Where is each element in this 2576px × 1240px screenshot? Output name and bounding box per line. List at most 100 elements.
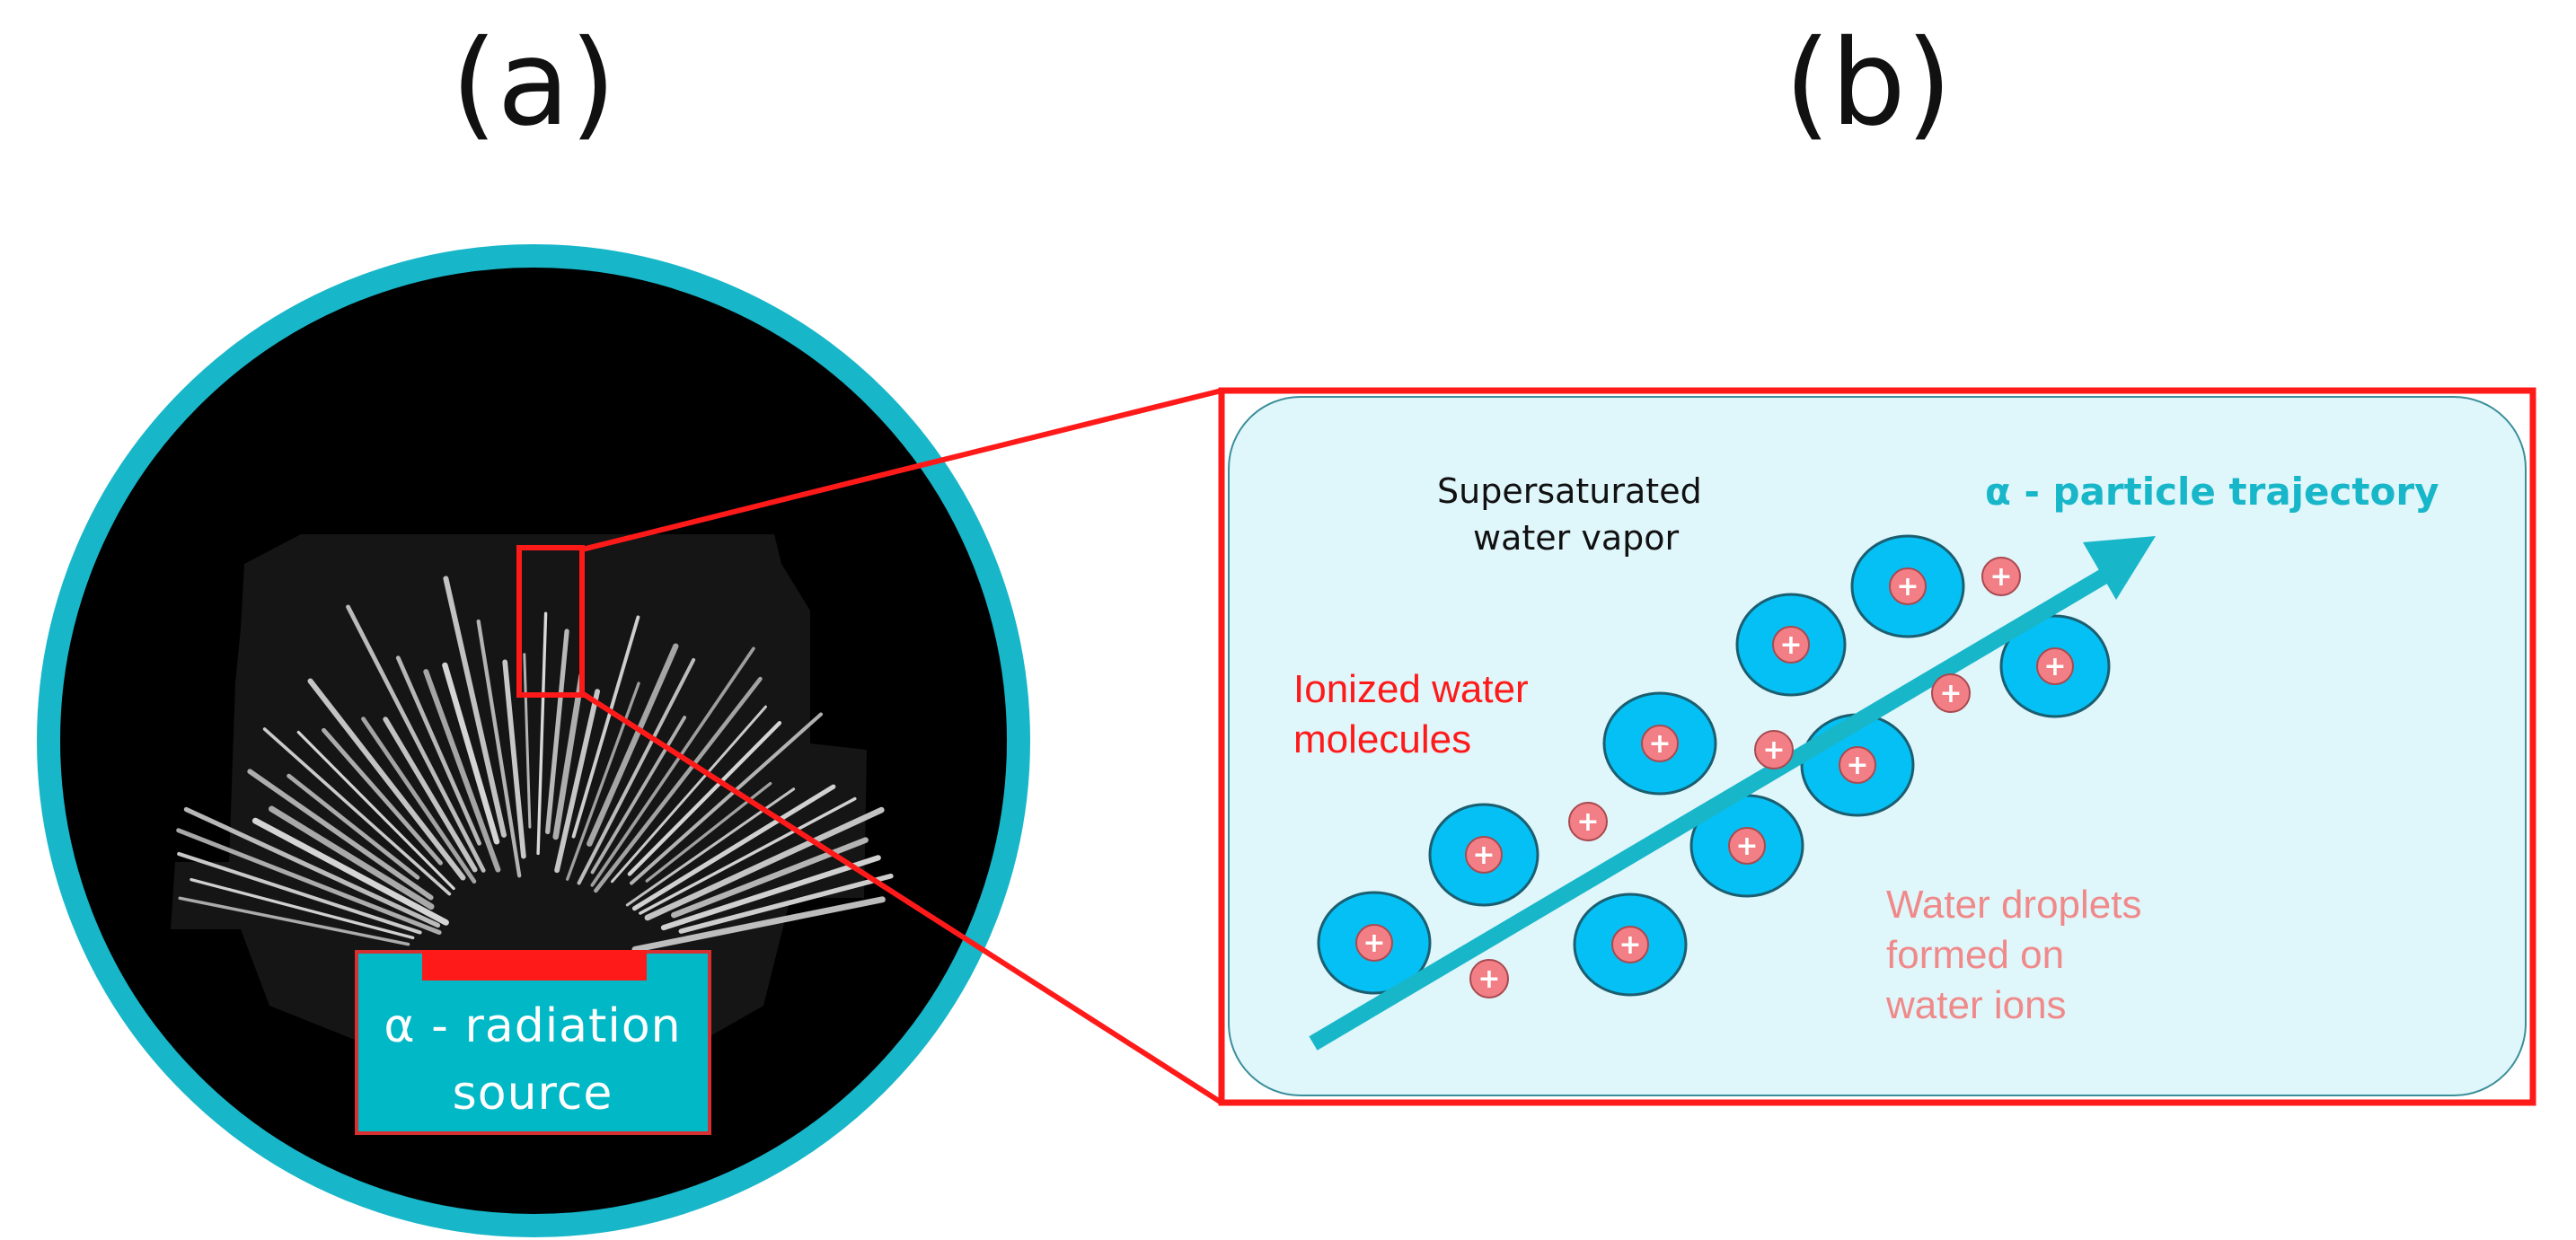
plus-sign: +	[1779, 629, 1802, 661]
alpha-track	[552, 673, 585, 840]
water-droplet: +	[1602, 691, 1717, 796]
ion-core	[2036, 647, 2074, 685]
ion-core	[1889, 567, 1927, 605]
alpha-track	[631, 896, 886, 953]
free-ion: +	[1981, 557, 2021, 596]
alpha-track	[644, 806, 885, 921]
plus-sign: +	[2043, 651, 2066, 682]
water-droplet: +	[1573, 893, 1688, 997]
alpha-track	[190, 877, 415, 940]
alpha-track	[307, 678, 466, 881]
droplet-label-line2: formed on	[1886, 933, 2064, 977]
plus-sign: +	[1846, 750, 1868, 781]
trajectory-line	[1309, 564, 2117, 1051]
source-label-line1: α - radiation	[384, 999, 681, 1053]
alpha-track	[361, 717, 477, 884]
water-droplet: +	[1317, 891, 1432, 995]
plus-sign: +	[1989, 561, 2012, 593]
alpha-track	[247, 769, 434, 901]
alpha-track	[423, 669, 501, 873]
plus-sign: +	[1648, 728, 1671, 760]
alpha-track	[571, 615, 640, 839]
alpha-track	[590, 716, 687, 875]
ion-label-line2: molecules	[1293, 717, 1471, 761]
ion-core	[1772, 626, 1810, 664]
plus-sign: +	[1576, 806, 1599, 838]
alpha-track	[678, 873, 894, 934]
water-droplet: +	[1428, 803, 1539, 907]
ion-body	[1981, 557, 2021, 596]
alpha-track	[536, 611, 548, 856]
free-ion: +	[1469, 959, 1509, 998]
plus-sign: +	[1363, 928, 1385, 959]
alpha-track	[587, 643, 679, 847]
alpha-track	[627, 721, 782, 876]
water-droplet: +	[1999, 614, 2111, 718]
vapor-label-line2: water vapor	[1473, 518, 1679, 558]
alpha-track	[383, 717, 478, 873]
alpha-track	[346, 604, 486, 873]
alpha-track	[476, 619, 522, 878]
water-droplet: +	[1735, 593, 1847, 697]
alpha-track	[268, 805, 435, 910]
zoom-box	[516, 545, 585, 698]
alpha-track	[178, 896, 410, 946]
droplet-label-line1: Water droplets	[1886, 883, 2141, 927]
ion-body	[1469, 959, 1509, 998]
trajectory-arrowhead	[2083, 536, 2156, 600]
alpha-track	[594, 676, 763, 893]
cloud-chamber: α - radiation source	[37, 244, 1030, 1237]
zoom-connector-top	[581, 388, 1222, 552]
alpha-track	[660, 855, 881, 931]
ion-label-line1: Ionized water	[1293, 667, 1529, 711]
source-label-line2: source	[453, 1067, 613, 1121]
vapor-label-line1: Supersaturated	[1437, 471, 1702, 511]
free-ion: +	[1754, 730, 1794, 770]
trajectory-label: α - particle trajectory	[1985, 470, 2439, 514]
alpha-track	[631, 784, 836, 911]
ion-body	[1931, 673, 1971, 713]
alpha-track	[296, 730, 455, 891]
free-ion: +	[1931, 673, 1971, 713]
plus-sign: +	[1478, 963, 1500, 995]
alpha-track	[322, 727, 443, 866]
particle-trajectory-arrow	[1309, 536, 2156, 1051]
ion-core	[1641, 725, 1679, 762]
plus-sign: +	[1896, 571, 1919, 602]
alpha-track	[262, 727, 452, 896]
ion-core	[1728, 827, 1766, 865]
ion-core	[1465, 836, 1503, 874]
plus-sign: +	[1472, 840, 1495, 871]
alpha-track	[639, 796, 857, 915]
alpha-track	[523, 653, 532, 829]
alpha-track	[577, 657, 696, 885]
ion-core	[1839, 746, 1876, 784]
alpha-track	[611, 705, 767, 884]
alpha-track	[545, 629, 569, 835]
water-ions: + + + + +	[1469, 557, 2021, 998]
plus-sign: +	[1735, 831, 1758, 862]
alpha-track	[177, 851, 422, 935]
panel-a-label: (a)	[451, 14, 616, 153]
source-box	[355, 950, 711, 1135]
zoom-panel: Supersaturated water vapor Ionized water…	[1218, 387, 2536, 1106]
free-ion: +	[1568, 802, 1608, 841]
alpha-track	[183, 806, 441, 928]
alpha-tracks	[176, 576, 894, 953]
plus-sign: +	[1762, 734, 1785, 766]
ion-body	[1754, 730, 1794, 770]
water-droplet: +	[1850, 534, 1965, 638]
alpha-track	[287, 773, 420, 880]
alpha-track	[443, 576, 507, 838]
alpha-track	[395, 655, 481, 846]
ion-body	[1568, 802, 1608, 841]
alpha-track	[554, 689, 600, 874]
alpha-track	[442, 662, 500, 845]
panel-b-label: (b)	[1785, 14, 1953, 153]
plus-sign: +	[1939, 678, 1962, 709]
alpha-track	[590, 646, 755, 887]
droplet-label-line3: water ions	[1885, 983, 2067, 1027]
plus-sign: +	[1619, 929, 1641, 961]
ion-core	[1611, 926, 1649, 963]
alpha-track	[566, 682, 640, 881]
